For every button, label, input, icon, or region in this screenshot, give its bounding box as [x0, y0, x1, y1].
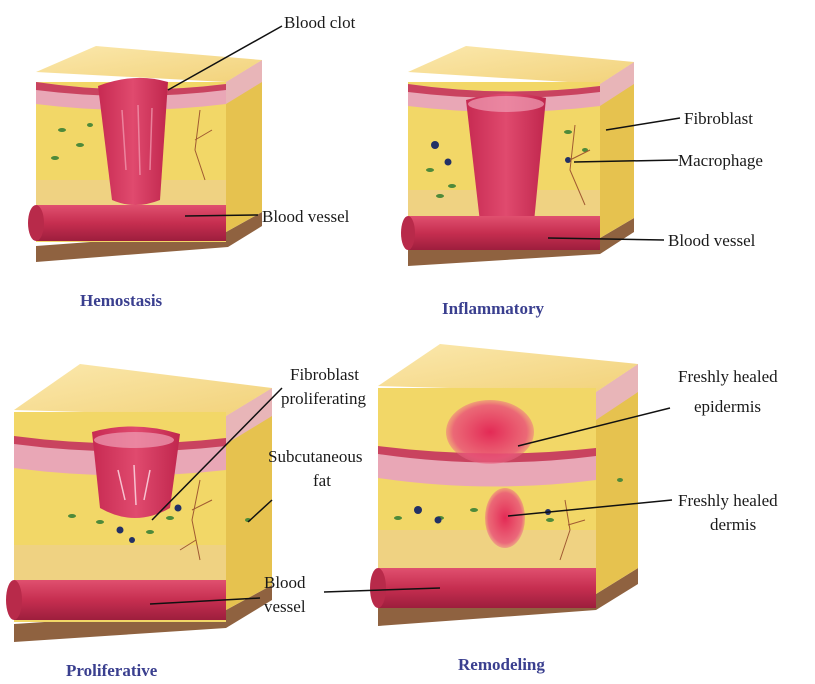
proliferative-vessel-label-line1: Blood — [264, 573, 306, 592]
inflammatory-blood-vessel-label: Blood vessel — [668, 231, 756, 250]
proliferative-vessel-label-line2: vessel — [264, 597, 306, 616]
hemostasis-title: Hemostasis — [80, 291, 163, 310]
inflammatory-fibroblast-label: Fibroblast — [684, 109, 753, 128]
remodeling-dermis-label-line2: dermis — [710, 515, 756, 534]
inflammatory-title: Inflammatory — [442, 299, 544, 318]
inflammatory-macrophage-label: Macrophage — [678, 151, 763, 170]
proliferative-fat-label-line2: fat — [313, 471, 331, 490]
hemostasis-blood-vessel-label: Blood vessel — [262, 207, 350, 226]
proliferative-blood-vessel — [6, 580, 226, 620]
hemostasis-vessel-pointer — [185, 215, 258, 216]
remodeling-panel: Freshly healed epidermis Freshly healed … — [324, 344, 778, 674]
remodeling-healed-dermis — [485, 488, 525, 548]
hemostasis-blood-vessel — [28, 205, 226, 241]
inflammatory-panel: Fibroblast Macrophage Blood vessel Infla… — [401, 46, 763, 318]
inflammatory-blood-vessel — [401, 216, 600, 250]
remodeling-epidermis-label-line1: Freshly healed — [678, 367, 778, 386]
proliferative-title: Proliferative — [66, 661, 158, 680]
proliferative-fibroblast-label-line2: proliferating — [281, 389, 366, 408]
proliferative-fibroblast-label-line1: Fibroblast — [290, 365, 359, 384]
hemostasis-panel: Blood clot Blood vessel Hemostasis — [28, 13, 356, 310]
remodeling-epidermis-label-line2: epidermis — [694, 397, 761, 416]
remodeling-dermis-label-line1: Freshly healed — [678, 491, 778, 510]
hemostasis-blood-clot-label: Blood clot — [284, 13, 356, 32]
remodeling-title: Remodeling — [458, 655, 545, 674]
remodeling-healed-epidermis — [446, 400, 534, 464]
proliferative-panel: Fibroblast proliferating Subcutaneous fa… — [6, 364, 366, 680]
proliferative-fat-label-line1: Subcutaneous — [268, 447, 362, 466]
remodeling-blood-vessel — [370, 568, 596, 608]
